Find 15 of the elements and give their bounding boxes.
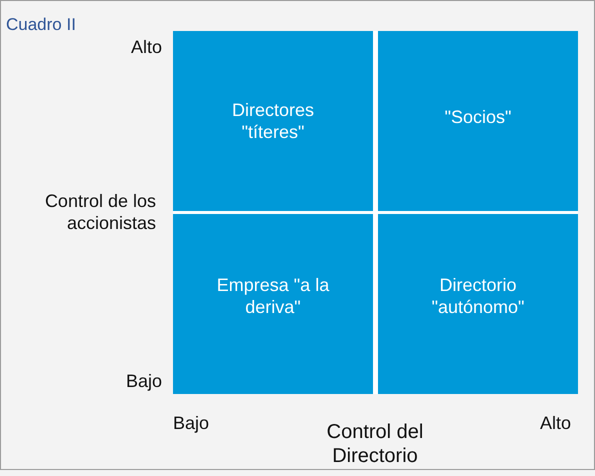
quadrant-box: [378, 214, 578, 394]
title: Cuadro II: [6, 14, 76, 36]
axis-label: Alto: [540, 412, 572, 435]
quadrant-box: [173, 214, 373, 394]
quadrant-label: Directorio "autónomo": [430, 274, 526, 318]
quadrant-label: Empresa "a la deriva": [216, 274, 330, 318]
quadrant-box: [378, 31, 578, 211]
axis-label: Bajo: [124, 370, 162, 393]
axis-label: Bajo: [173, 412, 210, 435]
quadrant-label: Directores "títeres": [230, 99, 316, 143]
axis-label: Alto: [130, 36, 162, 59]
axis-label: Control del Directorio: [326, 420, 424, 468]
quadrant-box: [173, 31, 373, 211]
quadrant-label: "Socios": [444, 106, 512, 128]
axis-label: Control de los accionistas: [44, 190, 156, 234]
